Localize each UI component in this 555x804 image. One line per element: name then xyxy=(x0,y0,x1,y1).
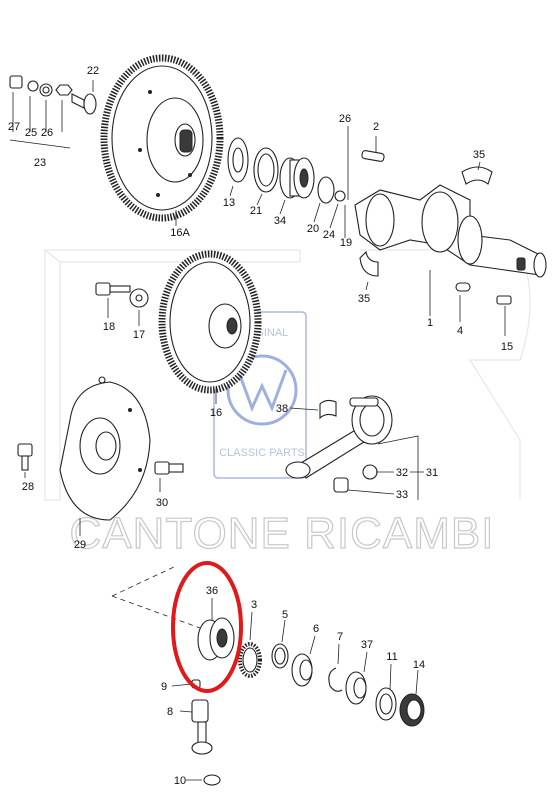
gear-6 xyxy=(291,653,313,687)
spacer-5 xyxy=(271,643,289,669)
callout-24: 24 xyxy=(323,229,335,241)
bolt-28 xyxy=(17,443,33,471)
bolt-30 xyxy=(154,461,184,475)
callout-23: 23 xyxy=(34,157,46,169)
callout-16a: 16A xyxy=(170,227,190,239)
plate-17 xyxy=(129,288,149,308)
oil-seal-housing-29 xyxy=(59,376,151,521)
bearing-shell-35-top xyxy=(461,166,493,185)
callout-37: 37 xyxy=(361,639,373,651)
callout-numbers: 22 27 25 26 23 16A 13 21 34 20 24 19 26 … xyxy=(8,65,513,787)
watermark-shop-name: CANTONE RICAMBI xyxy=(70,509,495,558)
callout-2: 2 xyxy=(373,121,379,133)
highlight-circle xyxy=(171,561,243,693)
pilot-bearing-group xyxy=(227,137,346,204)
crankshaft-1 xyxy=(354,184,547,278)
callout-35a: 35 xyxy=(473,149,485,161)
callout-9: 9 xyxy=(161,681,167,693)
dowel-pin-2 xyxy=(361,150,385,162)
small-bolts-group xyxy=(9,75,97,115)
callout-6: 6 xyxy=(313,623,319,635)
callout-3: 3 xyxy=(251,599,257,611)
callout-35b: 35 xyxy=(358,293,370,305)
callout-26: 26 xyxy=(41,127,53,139)
connecting-rod-group xyxy=(285,395,393,493)
callout-1: 1 xyxy=(427,317,433,329)
callout-4: 4 xyxy=(457,325,463,337)
callout-10: 10 xyxy=(174,775,186,787)
callout-31: 31 xyxy=(426,467,438,479)
callout-19: 19 xyxy=(340,237,352,249)
callout-14: 14 xyxy=(413,659,425,671)
callout-36: 36 xyxy=(206,585,218,597)
callout-20: 20 xyxy=(307,223,319,235)
woodruff-key-4 xyxy=(455,282,471,292)
callout-34: 34 xyxy=(274,215,286,227)
callout-25: 25 xyxy=(25,127,37,139)
callout-33: 33 xyxy=(396,489,408,501)
bearing-shell-35-bottom xyxy=(359,250,379,277)
callout-18: 18 xyxy=(103,321,115,333)
flywheel-16a xyxy=(100,54,224,222)
callout-13: 13 xyxy=(223,197,235,209)
assembly-dashed-line xyxy=(111,565,201,629)
oil-slinger-37 xyxy=(345,671,367,705)
callout-8: 8 xyxy=(167,706,173,718)
callout-5: 5 xyxy=(282,609,288,621)
key-15 xyxy=(496,295,512,305)
callout-38: 38 xyxy=(276,403,288,415)
seal-14 xyxy=(399,693,425,727)
callout-28: 28 xyxy=(22,481,34,493)
callout-22: 22 xyxy=(87,65,99,77)
callout-21: 21 xyxy=(250,205,262,217)
distributor-gear-3 xyxy=(238,642,262,678)
callout-27: 27 xyxy=(8,121,20,133)
callout-17: 17 xyxy=(133,329,145,341)
callout-16: 16 xyxy=(210,407,222,419)
callout-26b: 26 xyxy=(339,113,351,125)
key-9-bolt-8-washer-10 xyxy=(191,679,221,786)
callout-29: 29 xyxy=(74,539,86,551)
callout-15: 15 xyxy=(501,341,513,353)
gear-36 xyxy=(197,617,235,661)
ring-11 xyxy=(375,687,397,721)
callout-7: 7 xyxy=(337,631,343,643)
bolt-18 xyxy=(95,282,131,296)
flywheel-16 xyxy=(158,250,262,394)
callout-32: 32 xyxy=(396,467,408,479)
callout-30: 30 xyxy=(156,497,168,509)
watermark-badge-bottom: CLASSIC PARTS xyxy=(219,447,305,459)
callout-11: 11 xyxy=(386,651,397,663)
vw-logo-icon xyxy=(226,354,298,426)
circlip-7 xyxy=(328,667,343,692)
